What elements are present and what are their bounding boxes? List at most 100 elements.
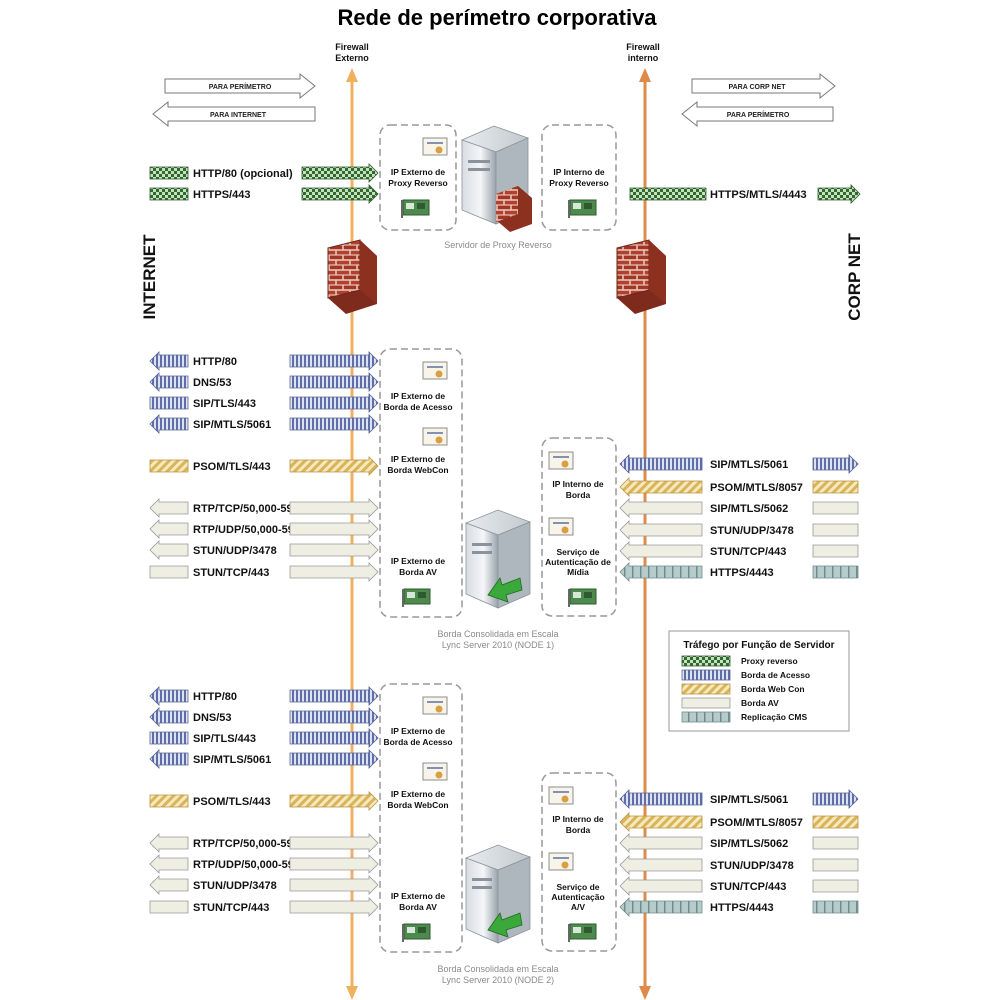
certificate-icon <box>548 786 574 805</box>
network-card-icon <box>568 199 597 218</box>
legend-item: Proxy reverso <box>681 655 798 667</box>
media-auth-service-label: Serviço de <box>557 547 600 557</box>
proxy-internal-ip-label-1: IP Interno de <box>553 167 605 177</box>
external-av-ip-label: IP Externo de <box>391 556 445 566</box>
edge-internal-box <box>541 772 617 952</box>
flow-tail <box>149 731 189 745</box>
flow-head <box>289 393 379 413</box>
flow-tail <box>149 686 189 706</box>
flow-label: SIP/MTLS/5061 <box>710 794 788 806</box>
flow-tail <box>619 520 703 540</box>
external-av-ip-label: IP Externo de <box>391 891 445 901</box>
flow-head <box>812 789 859 809</box>
flow-row: STUN/TCP/443 <box>149 897 379 917</box>
proxy-external-ip-label-2: Proxy Reverso <box>388 178 448 188</box>
flow-head <box>812 858 859 872</box>
flow-head <box>289 519 379 539</box>
flow-label: DNS/53 <box>193 377 232 389</box>
certificate-icon <box>548 852 574 871</box>
legend-swatch <box>681 711 731 723</box>
flow-tail <box>629 187 707 201</box>
flow-tail <box>149 459 189 473</box>
legend-label: Replicação CMS <box>741 712 807 722</box>
flow-row: HTTPS/MTLS/4443 <box>629 184 861 204</box>
flow-label: STUN/TCP/443 <box>193 567 269 579</box>
flow-tail <box>619 855 703 875</box>
media-auth-service-label: Serviço de <box>557 882 600 892</box>
flow-head <box>289 414 379 434</box>
external-access-ip-label: IP Externo de <box>391 726 445 736</box>
flow-head <box>289 875 379 895</box>
flow-tail <box>619 454 703 474</box>
flow-row: PSOM/MTLS/8057 <box>619 477 859 497</box>
flow-label: HTTPS/443 <box>193 189 250 201</box>
flow-tail <box>619 897 703 917</box>
scale-arrow-icon <box>487 912 523 938</box>
flow-tail <box>149 794 189 808</box>
flow-tail <box>619 876 703 896</box>
internal-edge-ip-label: Borda <box>566 825 591 835</box>
flow-row: RTP/UDP/50,000-59,999 <box>149 519 379 539</box>
flow-label: SIP/MTLS/5061 <box>193 754 271 766</box>
flow-tail <box>619 541 703 561</box>
flow-row: STUN/TCP/443 <box>149 562 379 582</box>
flow-head <box>289 456 379 476</box>
flow-row: SIP/MTLS/5061 <box>149 749 379 769</box>
flow-row: PSOM/TLS/443 <box>149 456 379 476</box>
flow-head <box>289 686 379 706</box>
flow-row: HTTP/80 <box>149 686 379 706</box>
flow-row: SIP/TLS/443 <box>149 393 379 413</box>
flow-row: PSOM/TLS/443 <box>149 791 379 811</box>
flow-row: STUN/TCP/443 <box>619 541 859 561</box>
network-card-icon <box>402 588 431 607</box>
flow-tail <box>149 875 189 895</box>
firewall-external-label-2: Externo <box>335 53 369 63</box>
network-card-icon <box>568 923 597 942</box>
internal-edge-ip-label: IP Interno de <box>552 479 604 489</box>
flow-row: DNS/53 <box>149 372 379 392</box>
flow-tail <box>149 833 189 853</box>
flow-row: HTTP/80 (opcional) <box>149 163 379 183</box>
flow-label: STUN/TCP/443 <box>193 902 269 914</box>
network-card-icon <box>402 923 431 942</box>
flow-tail <box>619 477 703 497</box>
page-title: Rede de perímetro corporativa <box>337 5 657 30</box>
media-auth-service-label: Autenticação de <box>545 557 611 567</box>
flow-label: STUN/UDP/3478 <box>710 525 794 537</box>
legend-item: Borda de Acesso <box>681 669 810 681</box>
firewall-external-label-1: Firewall <box>335 42 369 52</box>
flow-tail <box>149 351 189 371</box>
flow-head <box>289 749 379 769</box>
flow-head <box>289 540 379 560</box>
flow-label: HTTPS/MTLS/4443 <box>710 189 807 201</box>
external-access-ip-label: Borda de Acesso <box>383 402 452 412</box>
flow-head <box>289 897 379 917</box>
flow-head <box>812 501 859 515</box>
flow-row: SIP/TLS/443 <box>149 728 379 748</box>
flow-row: HTTP/80 <box>149 351 379 371</box>
flow-label: HTTP/80 <box>193 691 237 703</box>
flow-head <box>812 523 859 537</box>
media-auth-service-label: Autenticação <box>551 892 604 902</box>
flow-head <box>812 815 859 829</box>
flow-tail <box>619 498 703 518</box>
flow-label: SIP/MTLS/5061 <box>710 459 788 471</box>
flow-head <box>812 836 859 850</box>
flow-head <box>289 562 379 582</box>
internet-label: INTERNET <box>140 234 159 320</box>
flow-label: SIP/MTLS/5062 <box>710 503 788 515</box>
external-access-ip-label: Borda de Acesso <box>383 737 452 747</box>
flow-label: HTTPS/4443 <box>710 902 774 914</box>
flow-head <box>289 498 379 518</box>
legend-label: Borda de Acesso <box>741 670 810 680</box>
flow-label: SIP/TLS/443 <box>193 398 256 410</box>
edge-internal-box <box>541 437 617 617</box>
flow-row: HTTPS/443 <box>149 184 379 204</box>
edge-external-box <box>379 683 463 953</box>
flow-label: SIP/MTLS/5061 <box>193 419 271 431</box>
legend-swatch <box>681 655 731 667</box>
flow-head <box>812 900 859 914</box>
flow-head <box>817 184 861 204</box>
flow-row: HTTPS/4443 <box>619 897 859 917</box>
